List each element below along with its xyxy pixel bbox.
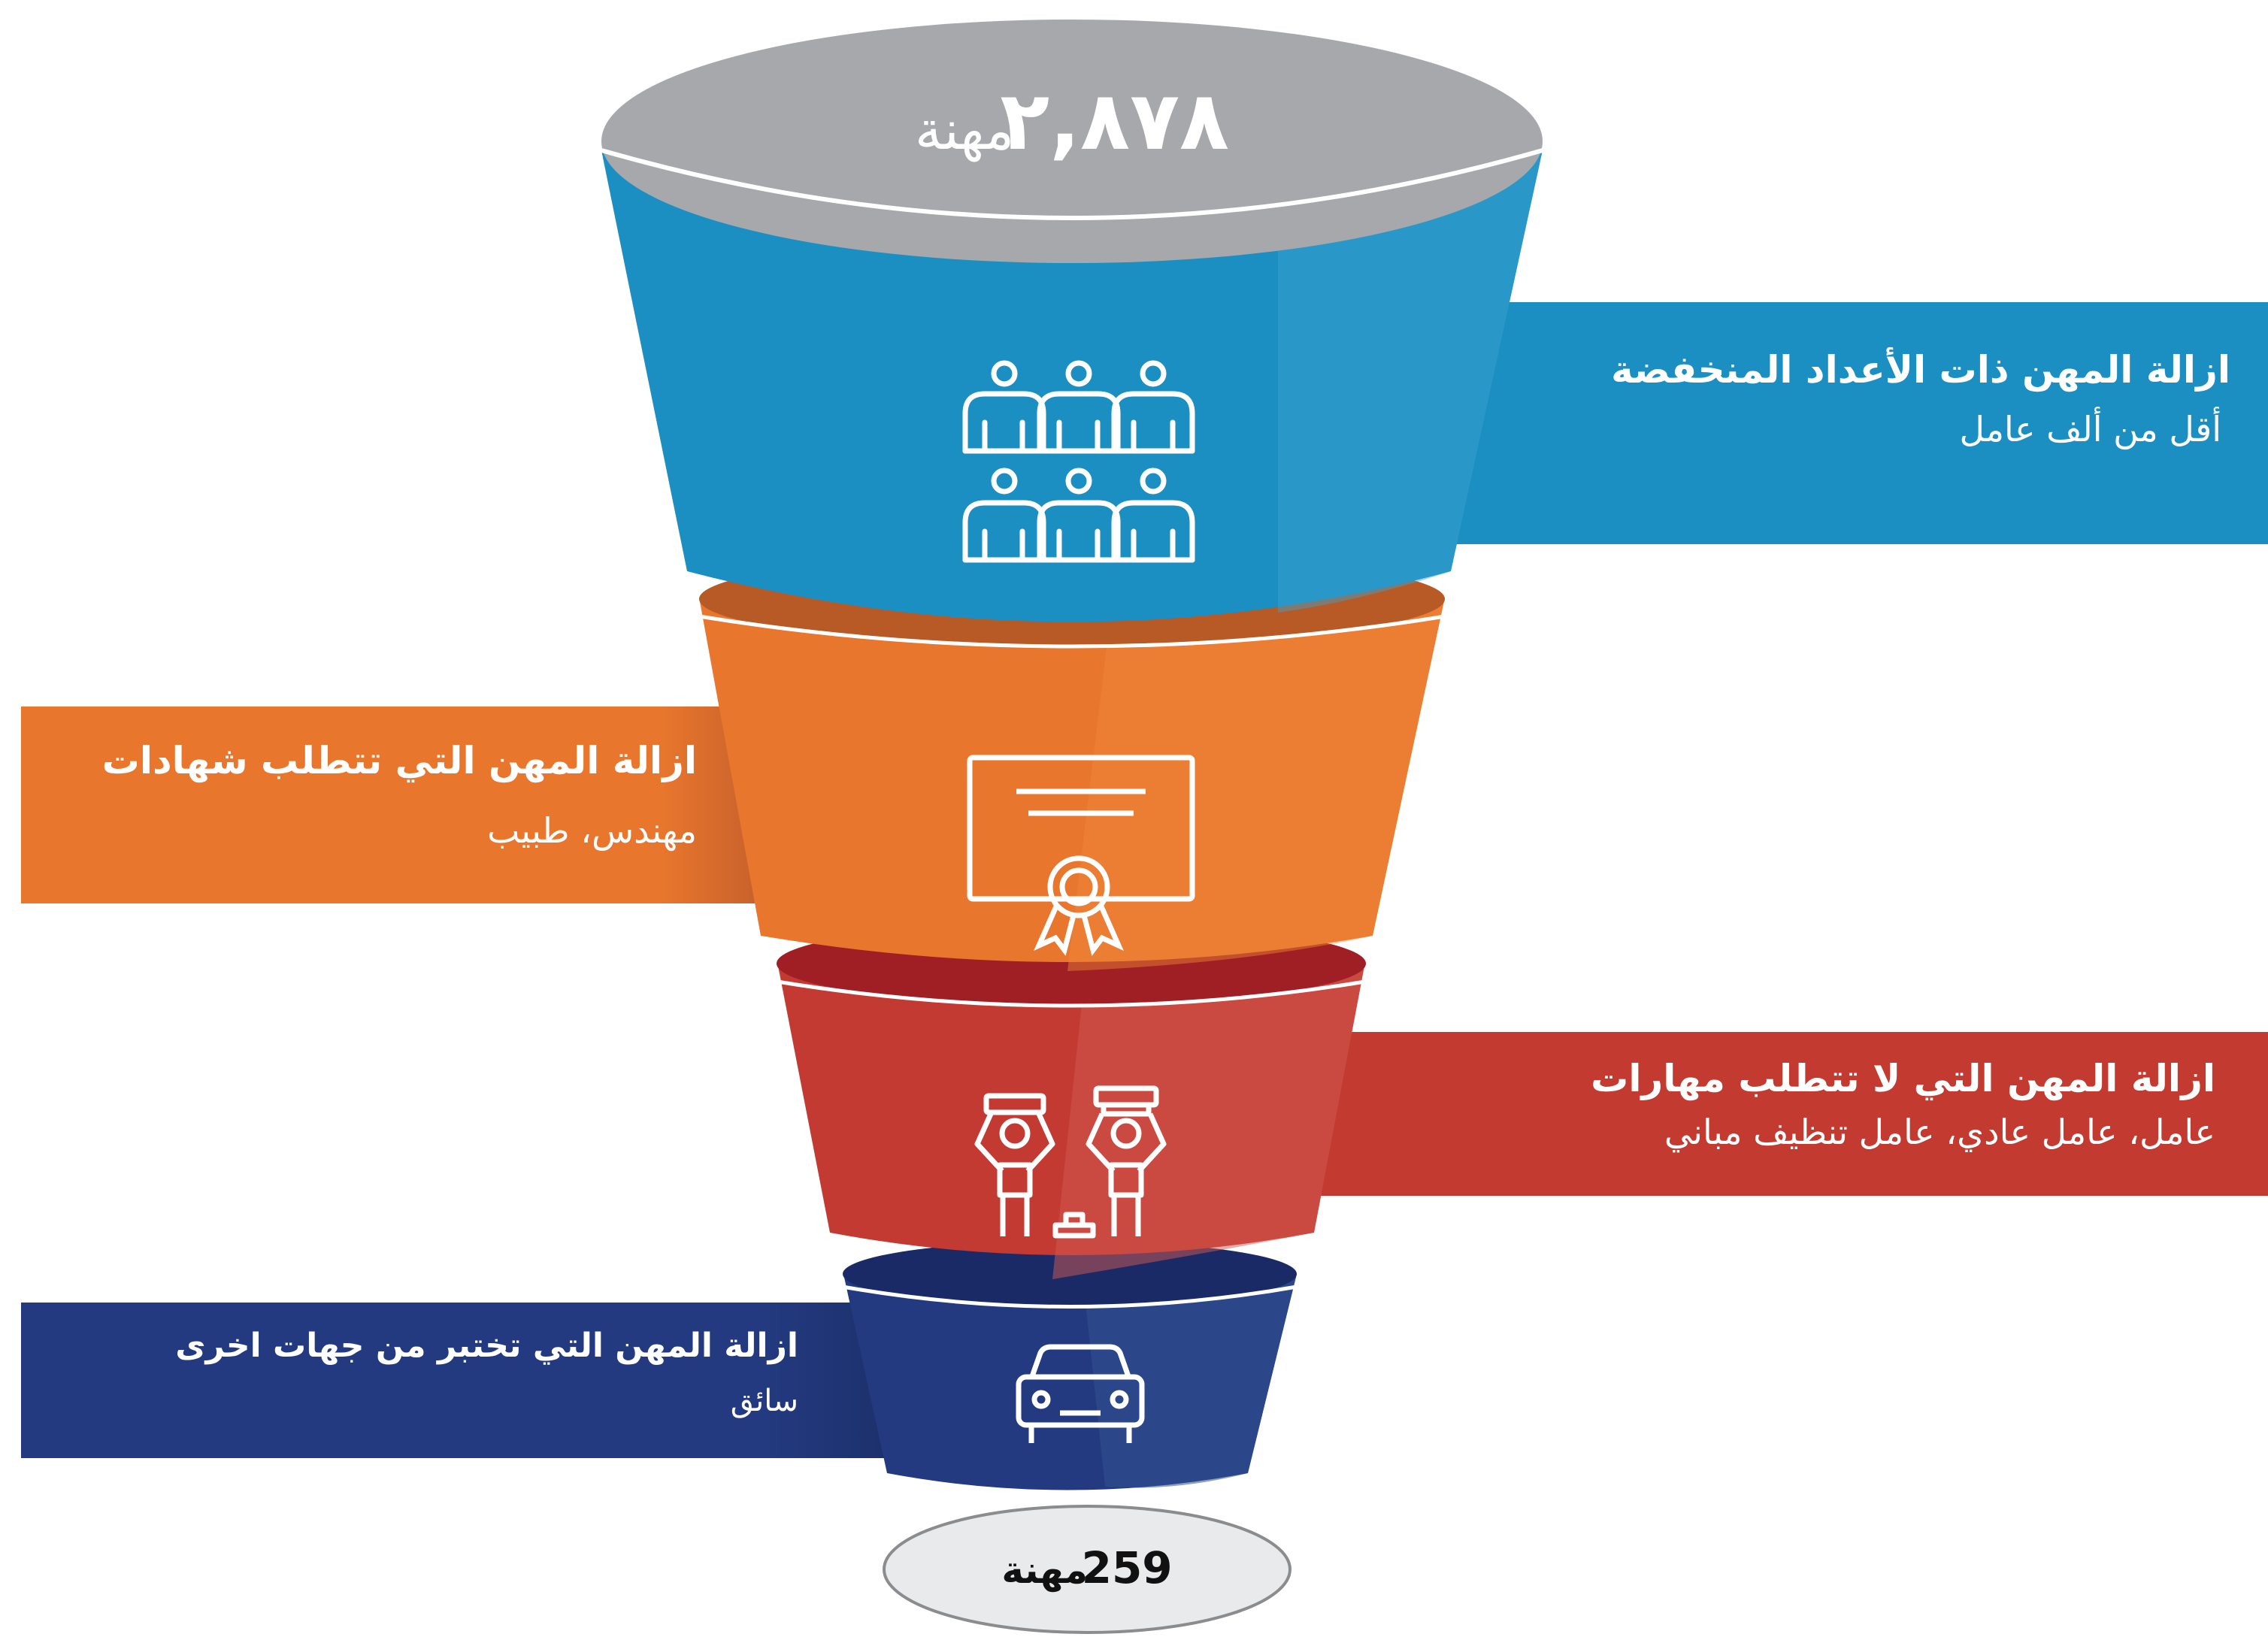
stage-band-no-skills <box>1278 1032 2268 1196</box>
funnel-layer-blue <box>601 20 1543 622</box>
stage-title-low-count: ازالة المهن ذات الأعداد المنخفضة <box>1611 348 2230 392</box>
stage-text-no-skills: ازالة المهن التي لا تتطلب مهارات عامل، ع… <box>1591 1056 2215 1153</box>
stage-subtitle-no-skills: عامل، عامل عادي، عامل تنظيف مباني <box>1664 1112 2215 1152</box>
bottom-count-badge: 259 مهنة <box>883 1505 1291 1634</box>
laborers-icon <box>974 1085 1167 1239</box>
funnel-layer-navy <box>842 1241 1298 1490</box>
certificate-icon <box>967 755 1195 956</box>
car-icon <box>1016 1344 1145 1443</box>
stage-text-certificates: ازالة المهن التي تتطلب شهادات مهندس، طبي… <box>102 738 697 852</box>
stage-band-certificates <box>21 707 803 903</box>
stage-subtitle-tested-elsewhere: سائق <box>730 1383 798 1418</box>
top-count-number: ٢,٨٧٨ <box>1000 74 1229 168</box>
stage-text-tested-elsewhere: ازالة المهن التي تختبر من جهات اخرى سائق <box>175 1327 798 1419</box>
bottom-count-unit: مهنة <box>1001 1548 1088 1593</box>
group-of-people-icon <box>962 360 1195 563</box>
funnel-layer-orange <box>698 552 1446 971</box>
stage-text-low-count: ازالة المهن ذات الأعداد المنخفضة أقل من … <box>1611 347 2230 450</box>
stage-title-no-skills: ازالة المهن التي لا تتطلب مهارات <box>1591 1057 2215 1100</box>
stage-title-tested-elsewhere: ازالة المهن التي تختبر من جهات اخرى <box>175 1327 798 1365</box>
stage-title-certificates: ازالة المهن التي تتطلب شهادات <box>101 739 697 782</box>
bottom-count-number: 259 <box>1082 1542 1173 1593</box>
top-count-label: ٢,٨٧٨ مهنة <box>915 74 1229 168</box>
stage-band-tested-elsewhere <box>21 1303 947 1458</box>
stage-subtitle-low-count: أقل من ألف عامل <box>1959 409 2221 449</box>
stage-band-low-count <box>1413 302 2268 544</box>
svg-text:259 مهنة: 259 مهنة <box>1001 1542 1172 1593</box>
stage-subtitle-certificates: مهندس، طبيب <box>486 810 697 851</box>
